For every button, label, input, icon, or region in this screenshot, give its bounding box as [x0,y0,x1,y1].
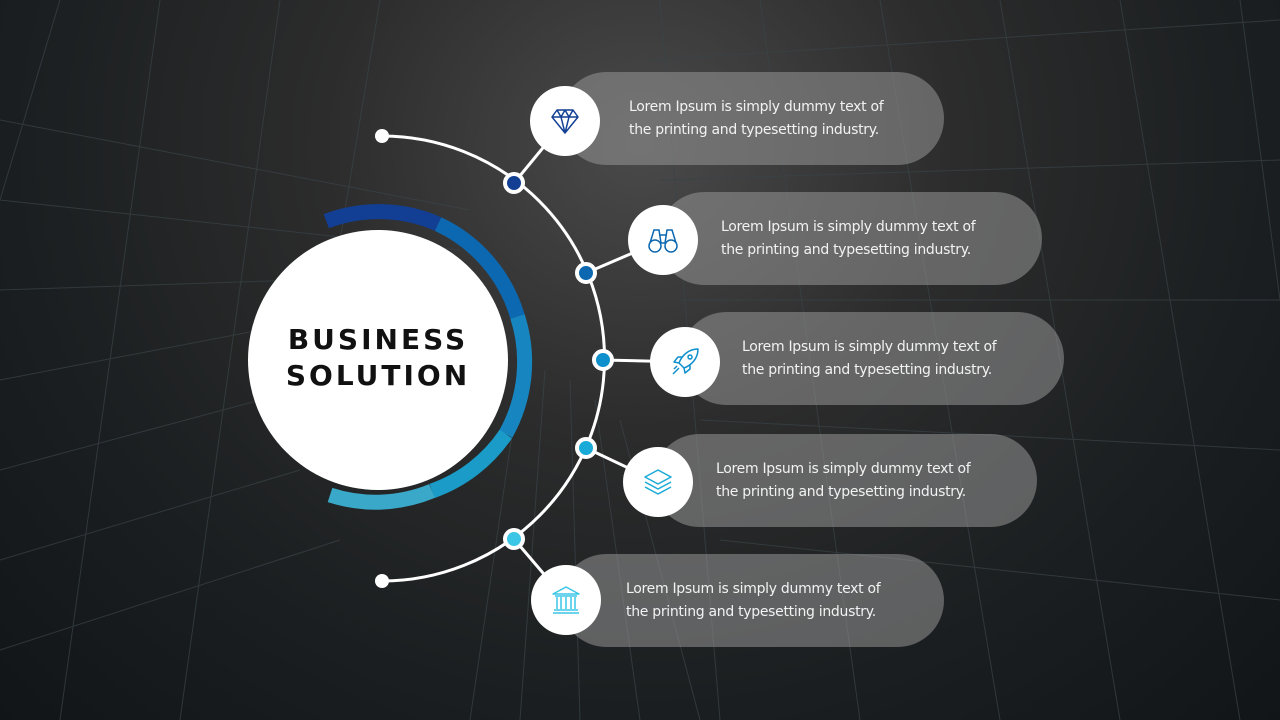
rocket-icon [672,348,699,375]
node-dot-3 [592,349,614,371]
item-text-line: Lorem Ipsum is simply dummy text of [721,219,976,235]
icon-circle-2 [628,205,698,275]
title-line-2: SOLUTION [285,359,471,392]
item-text-line: the printing and typesetting industry. [721,242,971,258]
item-card-1: Lorem Ipsum is simply dummy text of the p… [560,72,944,165]
item-text-line: the printing and typesetting industry. [626,604,876,620]
item-text-line: Lorem Ipsum is simply dummy text of [626,581,881,597]
center-circle [248,230,508,490]
arc-end-top [375,129,389,143]
item-text-line: Lorem Ipsum is simply dummy text of [629,99,884,115]
icon-circle-1 [530,86,600,156]
ring-segment-1 [323,204,442,232]
ring-segment-2 [434,217,525,319]
ring-segment-5 [327,484,435,510]
item-card-2: Lorem Ipsum is simply dummy text of the p… [658,192,1042,285]
arc-end-bottom [375,574,389,588]
node-dot-1 [503,172,525,194]
ring-segment-3 [499,314,533,438]
layers-icon [644,469,672,495]
icon-circle-5 [531,565,601,635]
item-text-line: Lorem Ipsum is simply dummy text of [716,461,971,477]
title: BUSINESS SOLUTION [248,322,508,394]
item-text-line: the printing and typesetting industry. [716,484,966,500]
item-text-line: the printing and typesetting industry. [742,362,992,378]
diamond-icon [551,109,579,134]
title-line-1: BUSINESS [287,323,469,356]
icon-circle-4 [623,447,693,517]
item-card-5: Lorem Ipsum is simply dummy text of the p… [560,554,944,647]
node-dot-4 [575,437,597,459]
item-text-line: Lorem Ipsum is simply dummy text of [742,339,997,355]
item-text-line: the printing and typesetting industry. [629,122,879,138]
item-card-3: Lorem Ipsum is simply dummy text of the p… [680,312,1064,405]
node-dot-2 [575,262,597,284]
node-dot-5 [503,528,525,550]
binoculars-icon [648,229,678,253]
icon-circle-3 [650,327,720,397]
item-card-4: Lorem Ipsum is simply dummy text of the p… [653,434,1037,527]
bank-icon [552,586,580,614]
ring-segment-4 [429,429,513,499]
